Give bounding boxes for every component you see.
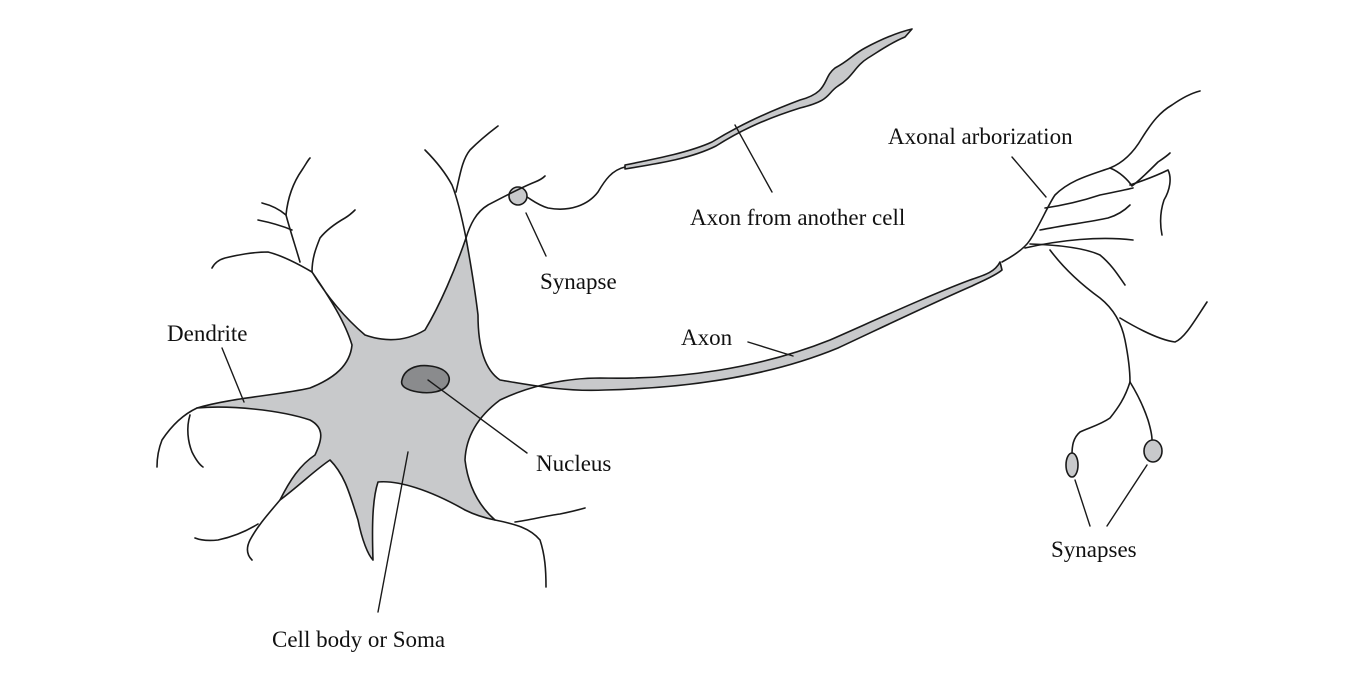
leader-line-dendrite xyxy=(221,347,245,403)
axon-terminal-branch xyxy=(1109,152,1171,187)
leader-line-cell-body xyxy=(377,451,409,613)
leader-line-axonal-arborization xyxy=(1011,156,1047,198)
label-axon-from-another-cell: Axon from another cell xyxy=(690,205,905,230)
label-nucleus: Nucleus xyxy=(536,451,611,476)
leader-line-synapses-left xyxy=(1074,479,1091,527)
dendrite-branch xyxy=(187,414,204,468)
axon-terminal-branch xyxy=(1129,169,1171,236)
axon-terminal-branch xyxy=(1029,243,1126,286)
label-axonal-arborization: Axonal arborization xyxy=(888,124,1073,149)
dendrite-branch xyxy=(465,175,546,239)
label-synapses: Synapses xyxy=(1051,537,1137,562)
synapse-terminal-knob xyxy=(1143,439,1163,463)
label-axon: Axon xyxy=(681,325,733,350)
leader-line-axon-from-another-cell xyxy=(734,124,773,193)
dendrite-branch xyxy=(311,209,356,273)
leader-line-axon xyxy=(747,341,794,357)
dendrite-branch xyxy=(261,202,287,216)
dendrite-branch xyxy=(246,499,281,561)
incoming-axon-thin xyxy=(526,166,626,210)
axon-terminal-branch xyxy=(1071,381,1131,456)
dendrite-branch xyxy=(194,523,259,542)
nucleus xyxy=(400,364,450,394)
axon-terminal-branch xyxy=(1049,249,1131,383)
dendrite-branch xyxy=(285,157,311,263)
leader-line-synapses-right xyxy=(1106,464,1148,527)
label-dendrite: Dendrite xyxy=(167,321,247,346)
axon-terminal-branch xyxy=(1129,381,1153,441)
axon-terminal-branch xyxy=(1024,237,1134,249)
incoming-axon xyxy=(624,28,913,170)
dendrite-branch xyxy=(211,251,313,273)
synapse-terminal-knob xyxy=(1065,452,1079,478)
label-cell-body: Cell body or Soma xyxy=(272,627,445,652)
cell-body xyxy=(196,237,1003,561)
dendrite-branch xyxy=(156,407,198,468)
dendrite-branch xyxy=(494,519,547,588)
leader-line-synapse xyxy=(525,212,547,257)
leader-line-nucleus xyxy=(427,379,528,454)
axon-terminal-branch xyxy=(1044,187,1134,209)
axon-terminal-branch xyxy=(1039,204,1131,231)
dendrite-branch xyxy=(424,149,467,239)
dendrite-branch xyxy=(514,507,586,523)
label-synapse: Synapse xyxy=(540,269,617,294)
dendrite-branch xyxy=(455,125,499,193)
axon-terminal-branch xyxy=(1119,301,1208,343)
dendrite-branch xyxy=(257,219,293,231)
